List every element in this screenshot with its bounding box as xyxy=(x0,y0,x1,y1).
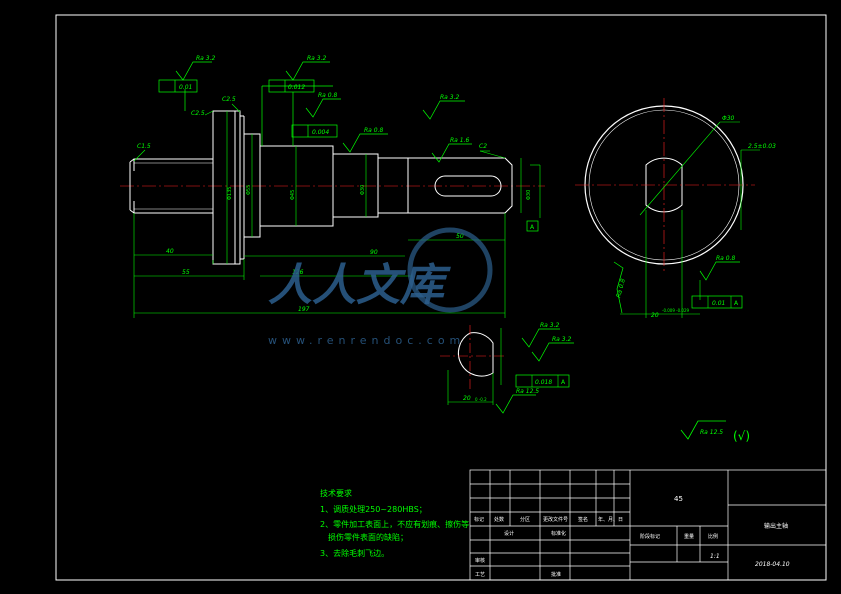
tb-h-qianming: 签名 xyxy=(578,516,588,523)
tb-h-biaoji: 标记 xyxy=(474,516,484,523)
tolerance-datum-4: A xyxy=(734,300,739,307)
side-view xyxy=(575,98,760,318)
roughness-label-2: Ra 3.2 xyxy=(307,55,326,62)
dim-key-width: 20 xyxy=(651,312,659,319)
roughness-label-1: Ra 3.2 xyxy=(196,55,215,62)
dim-key-tol: -0.009 -0.029 xyxy=(662,308,690,313)
roughness-label-6: Ra 1.6 xyxy=(450,137,469,144)
note-2: 2、零件加工表面上，不应有划痕、擦伤等 xyxy=(320,519,469,529)
tb-h-zhongliang: 重量 xyxy=(684,533,694,540)
tb-h-sheji: 设计 xyxy=(504,530,514,537)
dim-dia-bearing: Φ45 xyxy=(290,190,296,200)
tb-scale: 1:1 xyxy=(710,553,720,560)
tb-h-fenqu: 分区 xyxy=(520,516,530,523)
dim-key-depth: 2.5±0.03 xyxy=(748,143,776,150)
dim-chamfer-c15: C1.5 xyxy=(137,143,151,150)
dim-length-40: 40 xyxy=(166,248,174,255)
tb-h-biaozhunhua: 标准化 xyxy=(551,530,566,537)
drawing-frame xyxy=(55,14,827,581)
dim-section-tol: 0 -0.2 xyxy=(475,397,487,402)
dim-chamfer-c25b: C2.5 xyxy=(222,96,236,103)
tb-h-pizhun: 批准 xyxy=(551,571,561,578)
dim-circle-dia: Φ30 xyxy=(722,115,735,122)
roughness-label-3: Ra 0.8 xyxy=(318,92,337,99)
tolerance-datum-5: A xyxy=(561,379,566,386)
tb-h-chushu: 处数 xyxy=(494,516,504,523)
roughness-label-5: Ra 0.8 xyxy=(364,127,383,134)
dim-dia-mid: Φ30 xyxy=(360,185,366,195)
dim-length-50: 50 xyxy=(456,233,464,240)
dim-section-width: 20 xyxy=(463,395,471,402)
roughness-label-8: Ra 0.8 xyxy=(615,278,627,299)
note-3: 3、去除毛刺飞边。 xyxy=(320,548,389,558)
tb-h-jieduan: 阶段标记 xyxy=(640,533,660,540)
tb-h-bili: 比例 xyxy=(708,533,718,540)
dim-length-55: 55 xyxy=(182,269,190,276)
roughness-symbols xyxy=(175,61,472,163)
tolerance-value-2: 0.012 xyxy=(288,84,305,91)
tolerance-value-4: 0.01 xyxy=(712,300,725,307)
watermark-text: 人人文库 xyxy=(268,260,451,311)
watermark-url: www.renrendoc.com xyxy=(268,334,465,347)
note-1: 1、调质处理250~280HBS； xyxy=(320,504,427,514)
tb-part-name: 输出主轴 xyxy=(764,522,788,530)
title-block-grid xyxy=(469,469,827,581)
tolerance-frames xyxy=(158,79,338,138)
tb-h-gongyi: 工艺 xyxy=(475,572,485,578)
note-2b: 损伤零件表面的缺陷； xyxy=(328,532,408,542)
dim-dia-flange: Φ135 xyxy=(227,187,233,200)
dim-chamfer-c25a: C2.5 xyxy=(191,110,205,117)
dim-dia-shoulder: Φ55 xyxy=(246,185,252,195)
general-roughness-label: Ra 12.5 xyxy=(700,429,723,436)
dim-length-197: 197 xyxy=(298,306,310,313)
front-dimensions xyxy=(133,103,541,318)
roughness-label-9: Ra 3.2 xyxy=(540,322,559,329)
dim-dia-end: Φ30 xyxy=(526,190,532,200)
roughness-label-4: Ra 3.2 xyxy=(440,94,459,101)
general-roughness-symbol xyxy=(680,420,726,440)
dim-length-126: 126 xyxy=(292,269,304,276)
tb-material: 45 xyxy=(674,495,683,503)
datum-label: A xyxy=(530,224,535,231)
tb-h-ymd: 年、月、日 xyxy=(598,516,623,523)
tb-h-gengai: 更改文件号 xyxy=(543,516,568,523)
tolerance-value-5: 0.018 xyxy=(535,379,552,386)
shaft-front-view xyxy=(120,110,545,265)
general-roughness-mark: (√) xyxy=(733,429,750,443)
dim-length-90: 90 xyxy=(370,249,378,256)
datum-box xyxy=(526,220,539,232)
roughness-label-7: Ra 0.8 xyxy=(716,255,735,262)
tb-date: 2018-04.10 xyxy=(755,561,790,568)
tolerance-value-1: 0.01 xyxy=(179,84,192,91)
roughness-label-10: Ra 3.2 xyxy=(552,336,571,343)
section-view xyxy=(440,325,574,414)
roughness-label-11: Ra 12.5 xyxy=(516,388,539,395)
tb-h-shenhe: 审核 xyxy=(475,557,485,564)
tolerance-value-3: 0.004 xyxy=(312,129,329,136)
dim-chamfer-c2: C2 xyxy=(479,143,487,150)
watermark: 人人文库 www.renrendoc.com xyxy=(268,227,493,347)
notes-title: 技术要求 xyxy=(320,488,352,498)
